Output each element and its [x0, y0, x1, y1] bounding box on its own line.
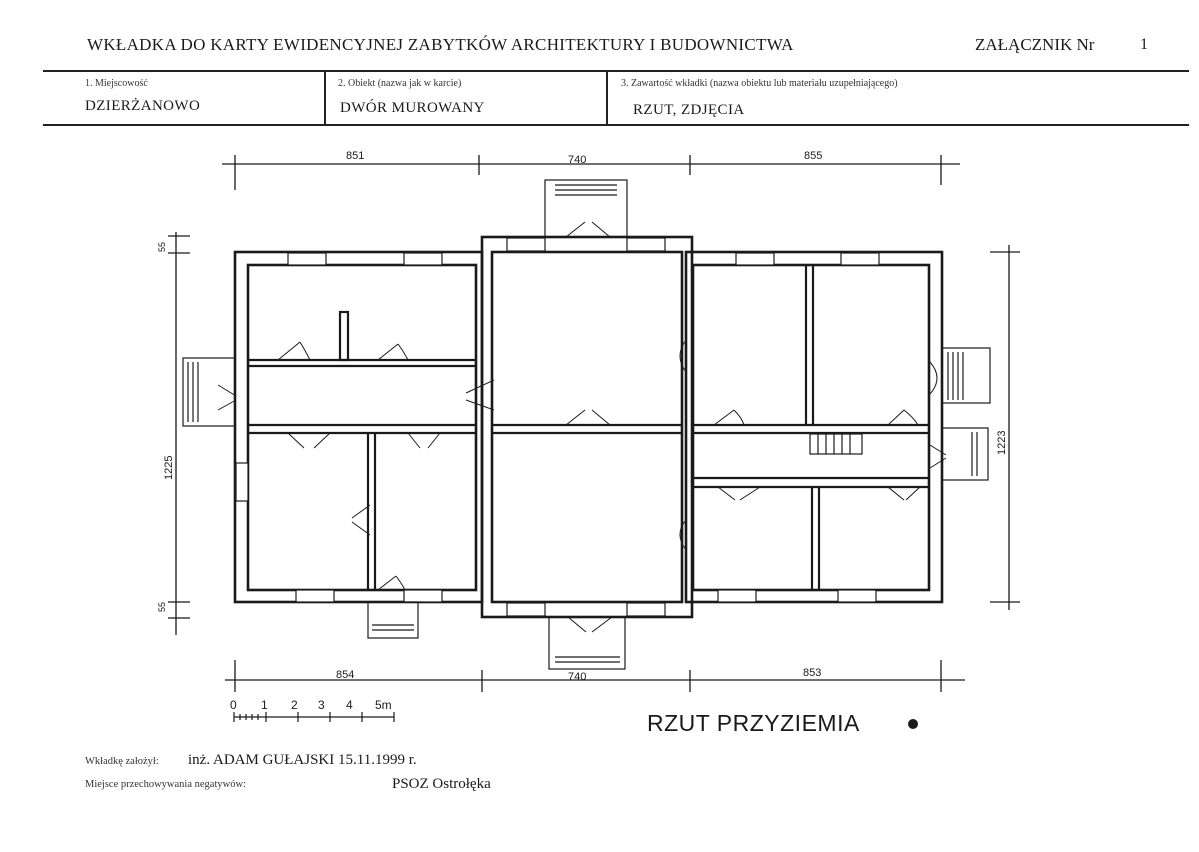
- storage-label: Miejsce przechowywania negatywów:: [85, 779, 246, 790]
- scale-label-0: 0: [230, 698, 237, 712]
- scale-label-5: 5m: [375, 698, 392, 712]
- annex-label: ZAŁĄCZNIK Nr: [975, 35, 1095, 54]
- table-divider-1: [324, 70, 326, 125]
- table-top-rule: [43, 70, 1189, 72]
- plan-title: RZUT PRZYZIEMIA: [647, 710, 860, 736]
- scale-label-1: 1: [261, 698, 268, 712]
- dim-left-top: 55: [157, 242, 167, 252]
- table-bottom-rule: [43, 124, 1189, 126]
- title-bullet: [908, 719, 918, 729]
- locality-value: DZIERŻANOWO: [85, 98, 201, 114]
- content-value: RZUT, ZDJĘCIA: [633, 102, 745, 118]
- dim-top-3: 855: [804, 150, 822, 162]
- dim-left-bottom: 55: [157, 602, 167, 612]
- content-label: 3. Zawartość wkładki (nazwa obiektu lub …: [621, 78, 898, 89]
- author-value: inż. ADAM GUŁAJSKI 15.11.1999 r.: [188, 752, 417, 768]
- dim-left-main: 1225: [163, 456, 175, 480]
- scale-label-4: 4: [346, 698, 353, 712]
- dim-bottom-2: 740: [568, 671, 586, 683]
- dim-right-main: 1223: [996, 431, 1008, 455]
- dim-top-1: 851: [346, 150, 364, 162]
- scale-label-2: 2: [291, 698, 298, 712]
- storage-value: PSOZ Ostrołęka: [392, 776, 491, 792]
- table-divider-2: [606, 70, 608, 125]
- annex-number: 1: [1140, 36, 1148, 53]
- locality-label: 1. Miejscowość: [85, 78, 148, 89]
- author-label: Wkładkę założył:: [85, 756, 159, 767]
- form-title: WKŁADKA DO KARTY EWIDENCYJNEJ ZABYTKÓW A…: [87, 35, 794, 54]
- dim-top-2: 740: [568, 154, 586, 166]
- object-value: DWÓR MUROWANY: [340, 100, 485, 116]
- scale-label-3: 3: [318, 698, 325, 712]
- object-label: 2. Obiekt (nazwa jak w karcie): [338, 78, 462, 89]
- dim-bottom-1: 854: [336, 669, 354, 681]
- dim-bottom-3: 853: [803, 667, 821, 679]
